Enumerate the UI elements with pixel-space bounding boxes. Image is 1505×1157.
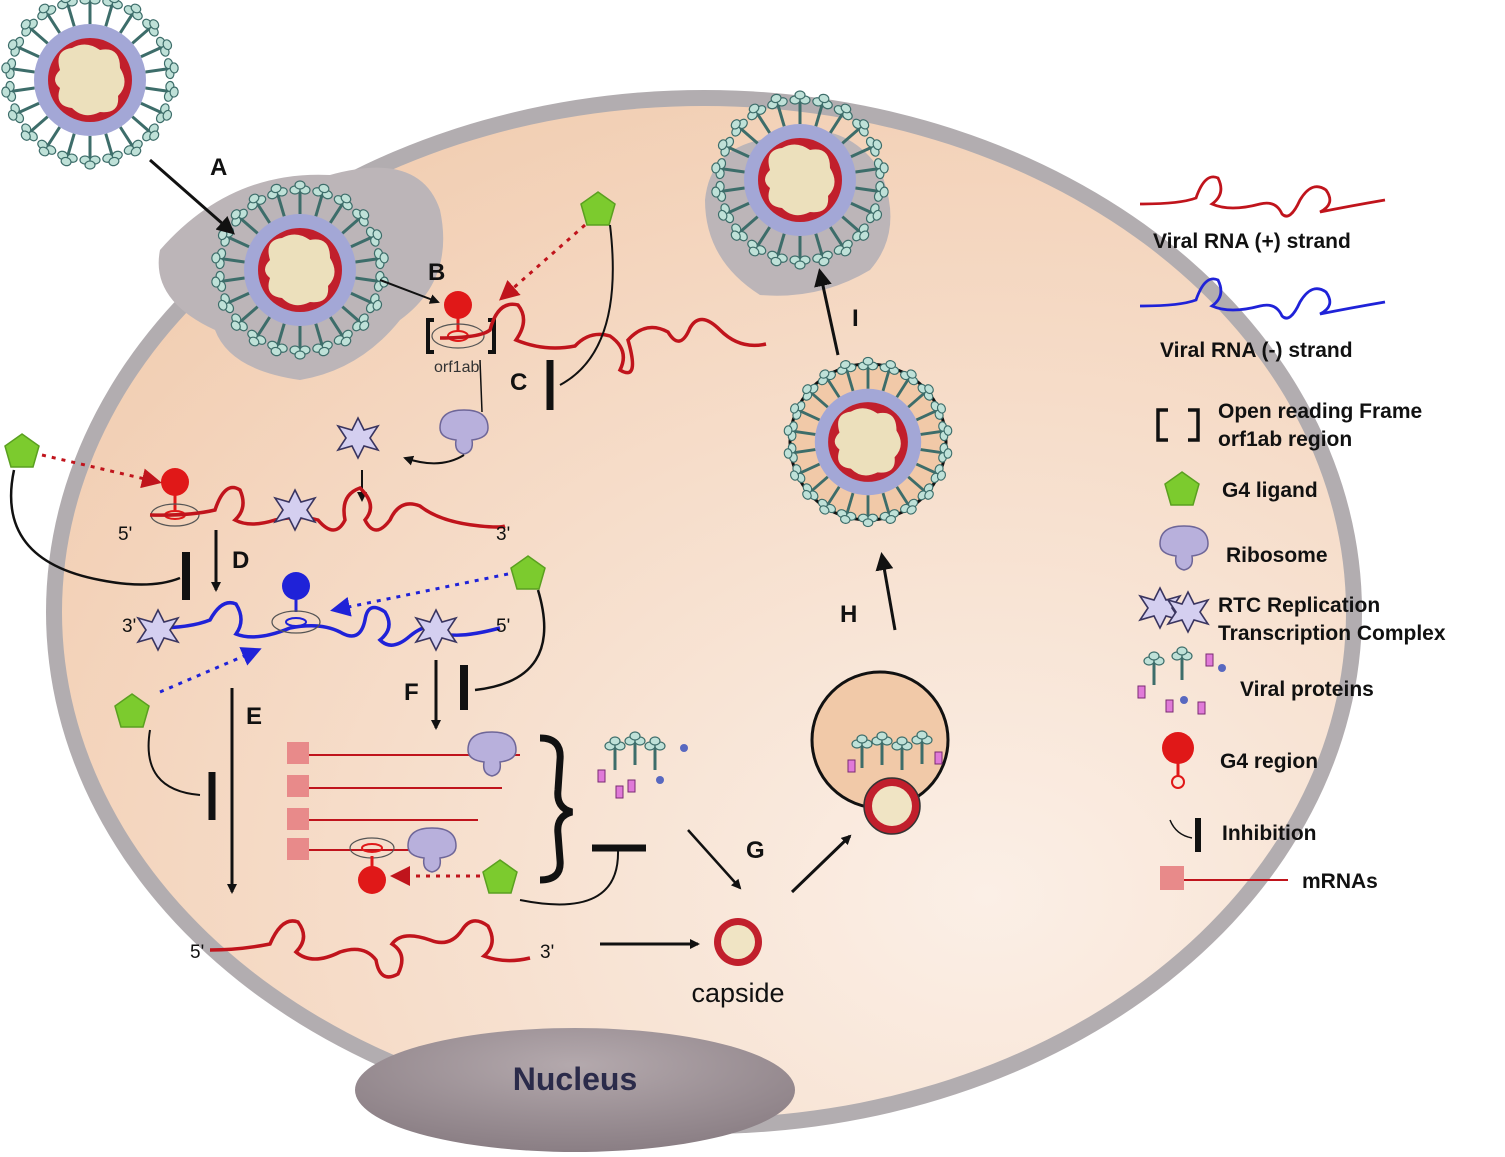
arrow-a — [149, 158, 236, 235]
legend-inhibition-icon — [1169, 819, 1193, 839]
legend-rtc-line2: Transcription Complex — [1218, 622, 1446, 645]
spike-protein — [0, 76, 38, 105]
legend-rtc-line1: RTC Replication — [1218, 594, 1380, 617]
orf1ab-label: orf1ab — [434, 359, 479, 376]
step-label-c: C — [510, 369, 527, 396]
nucleus-label: Nucleus — [513, 1061, 637, 1097]
step-label-h: H — [840, 601, 857, 628]
capside — [714, 918, 762, 966]
g4-region-orf1ab — [431, 291, 485, 349]
three-prime-label-minus: 3' — [122, 616, 136, 637]
spike-protein — [53, 0, 86, 31]
legend-rna-minus: Viral RNA (-) strand — [1160, 339, 1353, 362]
step-label-i: I — [852, 305, 859, 332]
mrna-cap — [287, 808, 309, 830]
virus-in-vesicle — [781, 356, 955, 528]
g4-region-mrna — [349, 837, 395, 894]
budding-capside — [863, 777, 921, 835]
g4-region-minus — [271, 572, 321, 634]
legend-proteins-icon — [1137, 645, 1226, 715]
capside-label: capside — [691, 978, 784, 1008]
cell-cytoplasm — [62, 106, 1346, 1118]
legend: Viral RNA (+) strand Viral RNA (-) stran… — [1137, 175, 1446, 893]
virus-particle-outside — [0, 0, 182, 171]
spike-protein — [142, 55, 182, 84]
five-prime-label-plus: 5' — [118, 524, 132, 545]
legend-inhibition: Inhibition — [1222, 822, 1316, 845]
step-label-g: G — [746, 837, 765, 864]
step-label-e: E — [246, 703, 262, 730]
step-label-a: A — [210, 154, 227, 181]
legend-mrna: mRNAs — [1302, 870, 1378, 893]
spike-protein — [142, 76, 182, 105]
arrow-i — [814, 268, 840, 356]
spike-protein — [94, 129, 127, 170]
viral-rna-plus-bottom — [209, 919, 531, 979]
viral-core — [55, 44, 125, 116]
inhibition-curve-f — [474, 589, 546, 692]
three-prime-label-bottom: 3' — [540, 942, 554, 963]
spike-protein — [94, 0, 127, 31]
five-prime-label-bottom: 5' — [190, 942, 204, 963]
legend-orf-line2: orf1ab region — [1218, 428, 1352, 451]
spike-protein — [53, 129, 86, 170]
spike-protein — [78, 134, 102, 171]
legend-rna-plus: Viral RNA (+) strand — [1153, 230, 1351, 253]
virus-particle-exiting — [708, 89, 892, 271]
ligand-binding-arrow-left-blue — [159, 647, 262, 694]
legend-bracket-icon — [1156, 408, 1200, 442]
spike-protein — [78, 0, 102, 26]
legend-g4-icon — [1162, 732, 1194, 789]
nucleus — [355, 1028, 795, 1152]
viral-core — [834, 408, 901, 476]
orf1ab-bracket — [426, 318, 496, 354]
legend-rna-minus-swatch — [1139, 277, 1386, 320]
step-label-b: B — [428, 259, 445, 286]
three-prime-label-plus: 3' — [496, 524, 510, 545]
mrna-list — [287, 742, 520, 860]
viral-rna-plus-top — [439, 302, 767, 375]
viral-proteins-cluster — [597, 730, 688, 799]
viral-core — [765, 144, 835, 216]
orf-to-ribosome-line — [479, 359, 483, 413]
arrow-b — [379, 279, 440, 304]
budding-vesicle-proteins — [847, 729, 943, 773]
arrow-h — [875, 552, 897, 631]
arrow-proteins-to-capside — [687, 829, 742, 890]
capside-to-budding-arrow — [790, 834, 852, 894]
spike-protein — [0, 55, 38, 84]
g4-ligand-left — [4, 433, 40, 468]
legend-proteins: Viral proteins — [1240, 678, 1374, 701]
virus-particle-entering — [208, 179, 392, 361]
inhibition-curve-c — [559, 224, 614, 386]
ligand-binding-arrow-top — [498, 223, 586, 301]
legend-orf-line1: Open reading Frame — [1218, 400, 1422, 423]
inhibition-curve-e — [147, 729, 201, 796]
legend-ligand: G4 ligand — [1222, 479, 1318, 502]
legend-mrna-cap — [1160, 866, 1184, 890]
ribosome-to-rtc-arrow — [403, 454, 465, 466]
mrna-cap — [287, 838, 309, 860]
legend-rna-plus-swatch — [1139, 175, 1386, 218]
step-label-f: F — [404, 679, 419, 706]
step-label-d: D — [232, 547, 249, 574]
viral-rna-plus-middle — [149, 485, 506, 532]
inhibition-curve-d — [9, 469, 181, 586]
mrna-cap — [287, 742, 309, 764]
legend-g4: G4 region — [1220, 750, 1318, 773]
viral-rna-minus — [154, 601, 501, 647]
legend-ribosome: Ribosome — [1226, 544, 1328, 567]
mrna-cap — [287, 775, 309, 797]
mrna-brace — [539, 734, 574, 884]
viral-core — [265, 234, 335, 306]
inhibition-curve-g — [519, 849, 620, 906]
five-prime-label-minus: 5' — [496, 616, 510, 637]
